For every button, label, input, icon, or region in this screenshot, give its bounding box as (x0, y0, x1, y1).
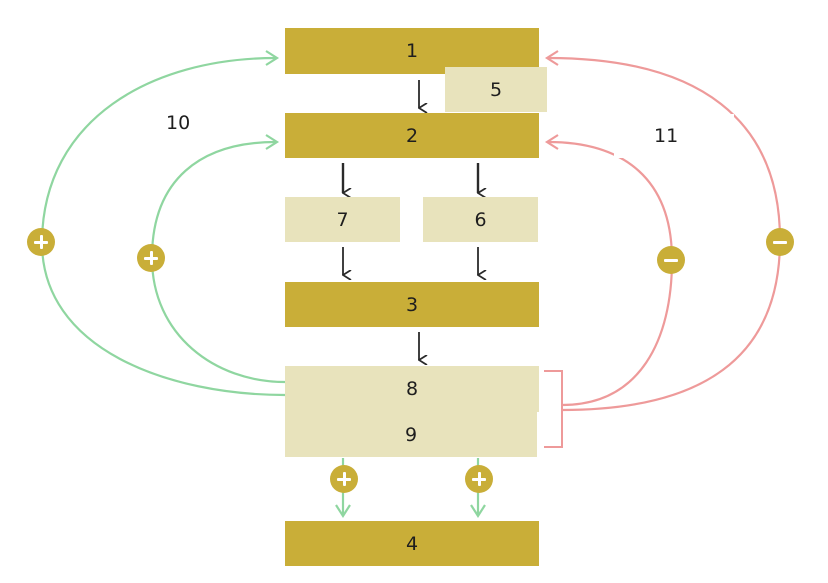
plus-icon (27, 228, 55, 256)
minus-icon (766, 228, 794, 256)
plus-icon (137, 244, 165, 272)
node-4: 4 (285, 521, 539, 566)
node-1: 1 (285, 28, 539, 74)
arrow-9-to-4-right-head (470, 504, 486, 519)
loop-inner-left-arrowhead (265, 134, 280, 150)
node-6: 6 (423, 197, 538, 242)
node-3: 3 (285, 282, 539, 327)
loop-label-left: 10 (136, 104, 226, 142)
plus-icon (465, 465, 493, 493)
loop-outer-right-arrowhead (544, 50, 559, 66)
node-7: 7 (285, 197, 400, 242)
loop-inner-right-link (547, 140, 674, 407)
loop-inner-left-link (150, 140, 286, 384)
node-9: 9 (285, 412, 537, 457)
loop-outer-left-arrowhead (265, 50, 280, 66)
minus-icon (657, 246, 685, 274)
loop-label-right: 11 (614, 114, 734, 158)
loop-inner-right-arrowhead (544, 134, 559, 150)
bracket-8-9 (544, 370, 563, 448)
loop-outer-right-link (547, 56, 782, 412)
arrow-9-to-4-left-head (335, 504, 351, 519)
plus-icon (330, 465, 358, 493)
node-2: 2 (285, 113, 539, 158)
node-8: 8 (285, 366, 539, 412)
node-5: 5 (445, 67, 547, 112)
